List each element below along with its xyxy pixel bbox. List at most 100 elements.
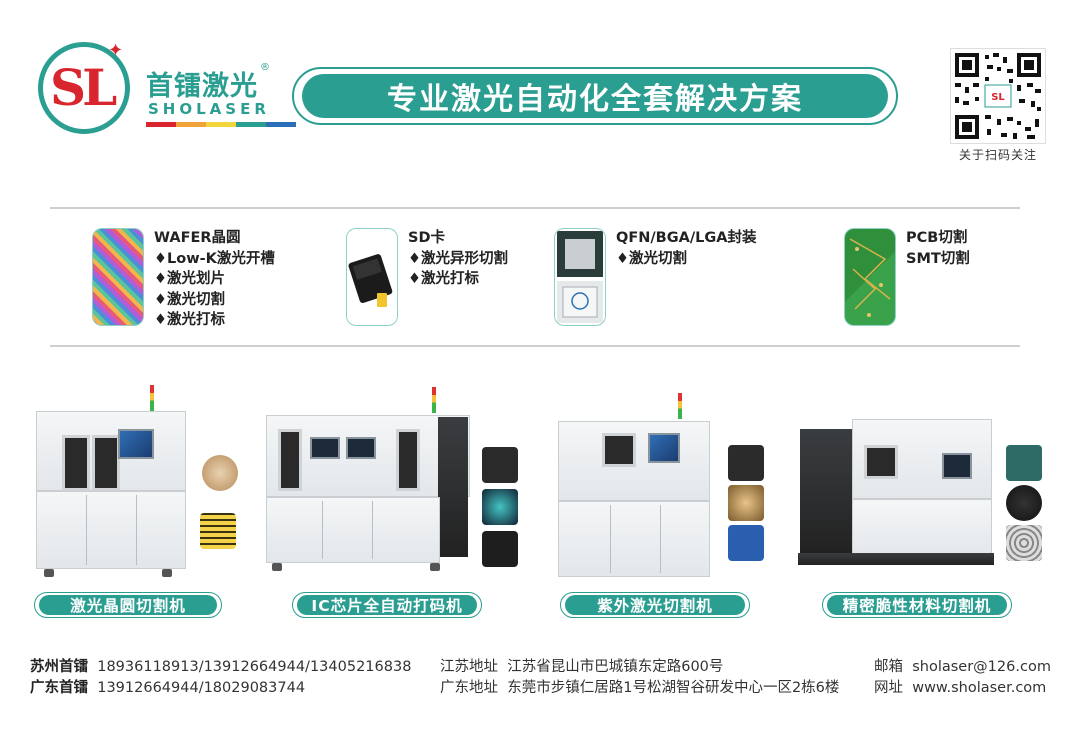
app-line: ♦Low-K激光开槽 (154, 250, 275, 267)
address-label: 广东地址 (440, 680, 498, 696)
pcb-image (844, 228, 896, 326)
slogan-banner: 专业激光自动化全套解决方案 (292, 67, 898, 125)
sample-glass (1006, 445, 1042, 481)
machine-lower-body (266, 497, 440, 563)
sample-part (728, 525, 764, 561)
door-seam (660, 505, 661, 573)
machine-lower-body (852, 499, 992, 559)
signal-lamp (432, 387, 436, 413)
machine-lower-body (558, 501, 710, 577)
machine-screen (310, 437, 340, 459)
app-line: ♦激光切割 (154, 291, 225, 308)
machine-window (92, 435, 120, 491)
machine-window (602, 433, 636, 467)
address-jiangsu: 江苏地址 江苏省昆山市巴城镇东定路600号 (440, 657, 723, 678)
phone-numbers: 13912664944/18029083744 (97, 680, 306, 696)
sparkle-icon: ✦ (108, 40, 124, 61)
sample-glass (1006, 485, 1042, 521)
address-guangdong: 广东地址 东莞市步镇仁居路1号松湖智谷研发中心一区2栋6楼 (440, 678, 839, 699)
app-line: SD卡 (408, 230, 445, 246)
machine-label-brittle: 精密脆性材料切割机 (822, 592, 1012, 618)
door-seam (372, 501, 373, 559)
door-seam (322, 501, 323, 559)
machine-label-wafer: 激光晶圆切割机 (34, 592, 222, 618)
application-text: QFN/BGA/LGA封装 ♦激光切割 (616, 228, 757, 269)
machine-window (62, 435, 90, 491)
app-line: WAFER晶圆 (154, 230, 241, 246)
sample-die (200, 513, 236, 549)
app-line: ♦激光异形切割 (408, 250, 508, 267)
company-logo: SL ✦ 首镭激光 ® SHOLASER (38, 40, 296, 138)
svg-text:SL: SL (991, 92, 1005, 103)
signal-lamp (678, 393, 682, 419)
door-seam (86, 495, 87, 565)
slogan-text: 专业激光自动化全套解决方案 (302, 74, 888, 118)
machine-label-uv: 紫外激光切割机 (560, 592, 750, 618)
address-text: 东莞市步镇仁居路1号松湖智谷研发中心一区2栋6楼 (507, 680, 840, 696)
machine-label-ic: IC芯片全自动打码机 (292, 592, 482, 618)
machine-screen (118, 429, 154, 459)
logo-mark: SL (50, 58, 117, 117)
door-seam (610, 505, 611, 573)
qr-caption: 关于扫码关注 (958, 148, 1037, 162)
email-link[interactable]: sholaser@126.com (912, 659, 1051, 675)
machine-window (864, 445, 898, 479)
machine-label-text: 紫外激光切割机 (565, 595, 745, 615)
contact-label: 广东首镭 (30, 680, 88, 696)
machine-foot (162, 569, 172, 577)
sample-part (728, 485, 764, 521)
registered-mark: ® (260, 62, 270, 73)
machine-window (278, 429, 302, 491)
app-line: ♦激光划片 (154, 271, 225, 287)
sample-wafer (202, 455, 238, 491)
machine-screen (942, 453, 972, 479)
contact-guangdong: 广东首镭 13912664944/18029083744 (30, 678, 305, 699)
website-link[interactable]: www.sholaser.com (912, 680, 1047, 696)
machine-foot (430, 563, 440, 571)
logo-text: 首镭激光 (146, 71, 258, 102)
email-label: 邮箱 (874, 659, 903, 675)
machine-brittle-cutter (796, 385, 1046, 580)
contact-email: 邮箱 sholaser@126.com (874, 657, 1051, 678)
app-line: ♦激光打标 (154, 312, 225, 328)
contact-label: 苏州首镭 (30, 659, 88, 675)
machine-ic-marker (262, 385, 522, 580)
machine-base (798, 553, 994, 565)
machine-label-text: IC芯片全自动打码机 (297, 595, 477, 615)
contact-website: 网址 www.sholaser.com (874, 678, 1046, 699)
app-line: ♦激光切割 (616, 250, 687, 267)
address-text: 江苏省昆山市巴城镇东定路600号 (507, 659, 724, 675)
machine-foot (44, 569, 54, 577)
logo-color-stripe (146, 122, 296, 127)
signal-lamp (150, 385, 154, 411)
machine-uv-cutter (552, 385, 767, 585)
machine-lower-body (36, 491, 186, 569)
machine-label-text: 激光晶圆切割机 (39, 595, 217, 615)
door-seam (136, 495, 137, 565)
logo-ring (38, 42, 130, 134)
website-label: 网址 (874, 680, 903, 696)
machine-window (396, 429, 420, 491)
sample-ic (482, 531, 518, 567)
application-text: SD卡 ♦激光异形切割 ♦激光打标 (408, 228, 508, 290)
contact-suzhou: 苏州首镭 18936118913/13912664944/13405216838 (30, 657, 411, 678)
chip-image (554, 228, 606, 326)
machine-wafer-cutter (30, 385, 240, 580)
app-line: ♦激光打标 (408, 271, 479, 287)
machine-label-text: 精密脆性材料切割机 (827, 595, 1007, 615)
sample-ic (482, 489, 518, 525)
machine-screen (648, 433, 680, 463)
machine-screen (346, 437, 376, 459)
divider-top (50, 207, 1020, 209)
qr-code[interactable]: SL (950, 48, 1046, 144)
sample-glass (1006, 525, 1042, 561)
sample-ic (482, 447, 518, 483)
sample-part (728, 445, 764, 481)
sd-card-image (346, 228, 398, 326)
logo-english: SHOLASER (148, 100, 270, 118)
app-line: PCB切割 (906, 230, 968, 246)
machine-foot (272, 563, 282, 571)
divider-middle (50, 345, 1020, 347)
machine-cabinet (800, 429, 852, 553)
address-label: 江苏地址 (440, 659, 498, 675)
